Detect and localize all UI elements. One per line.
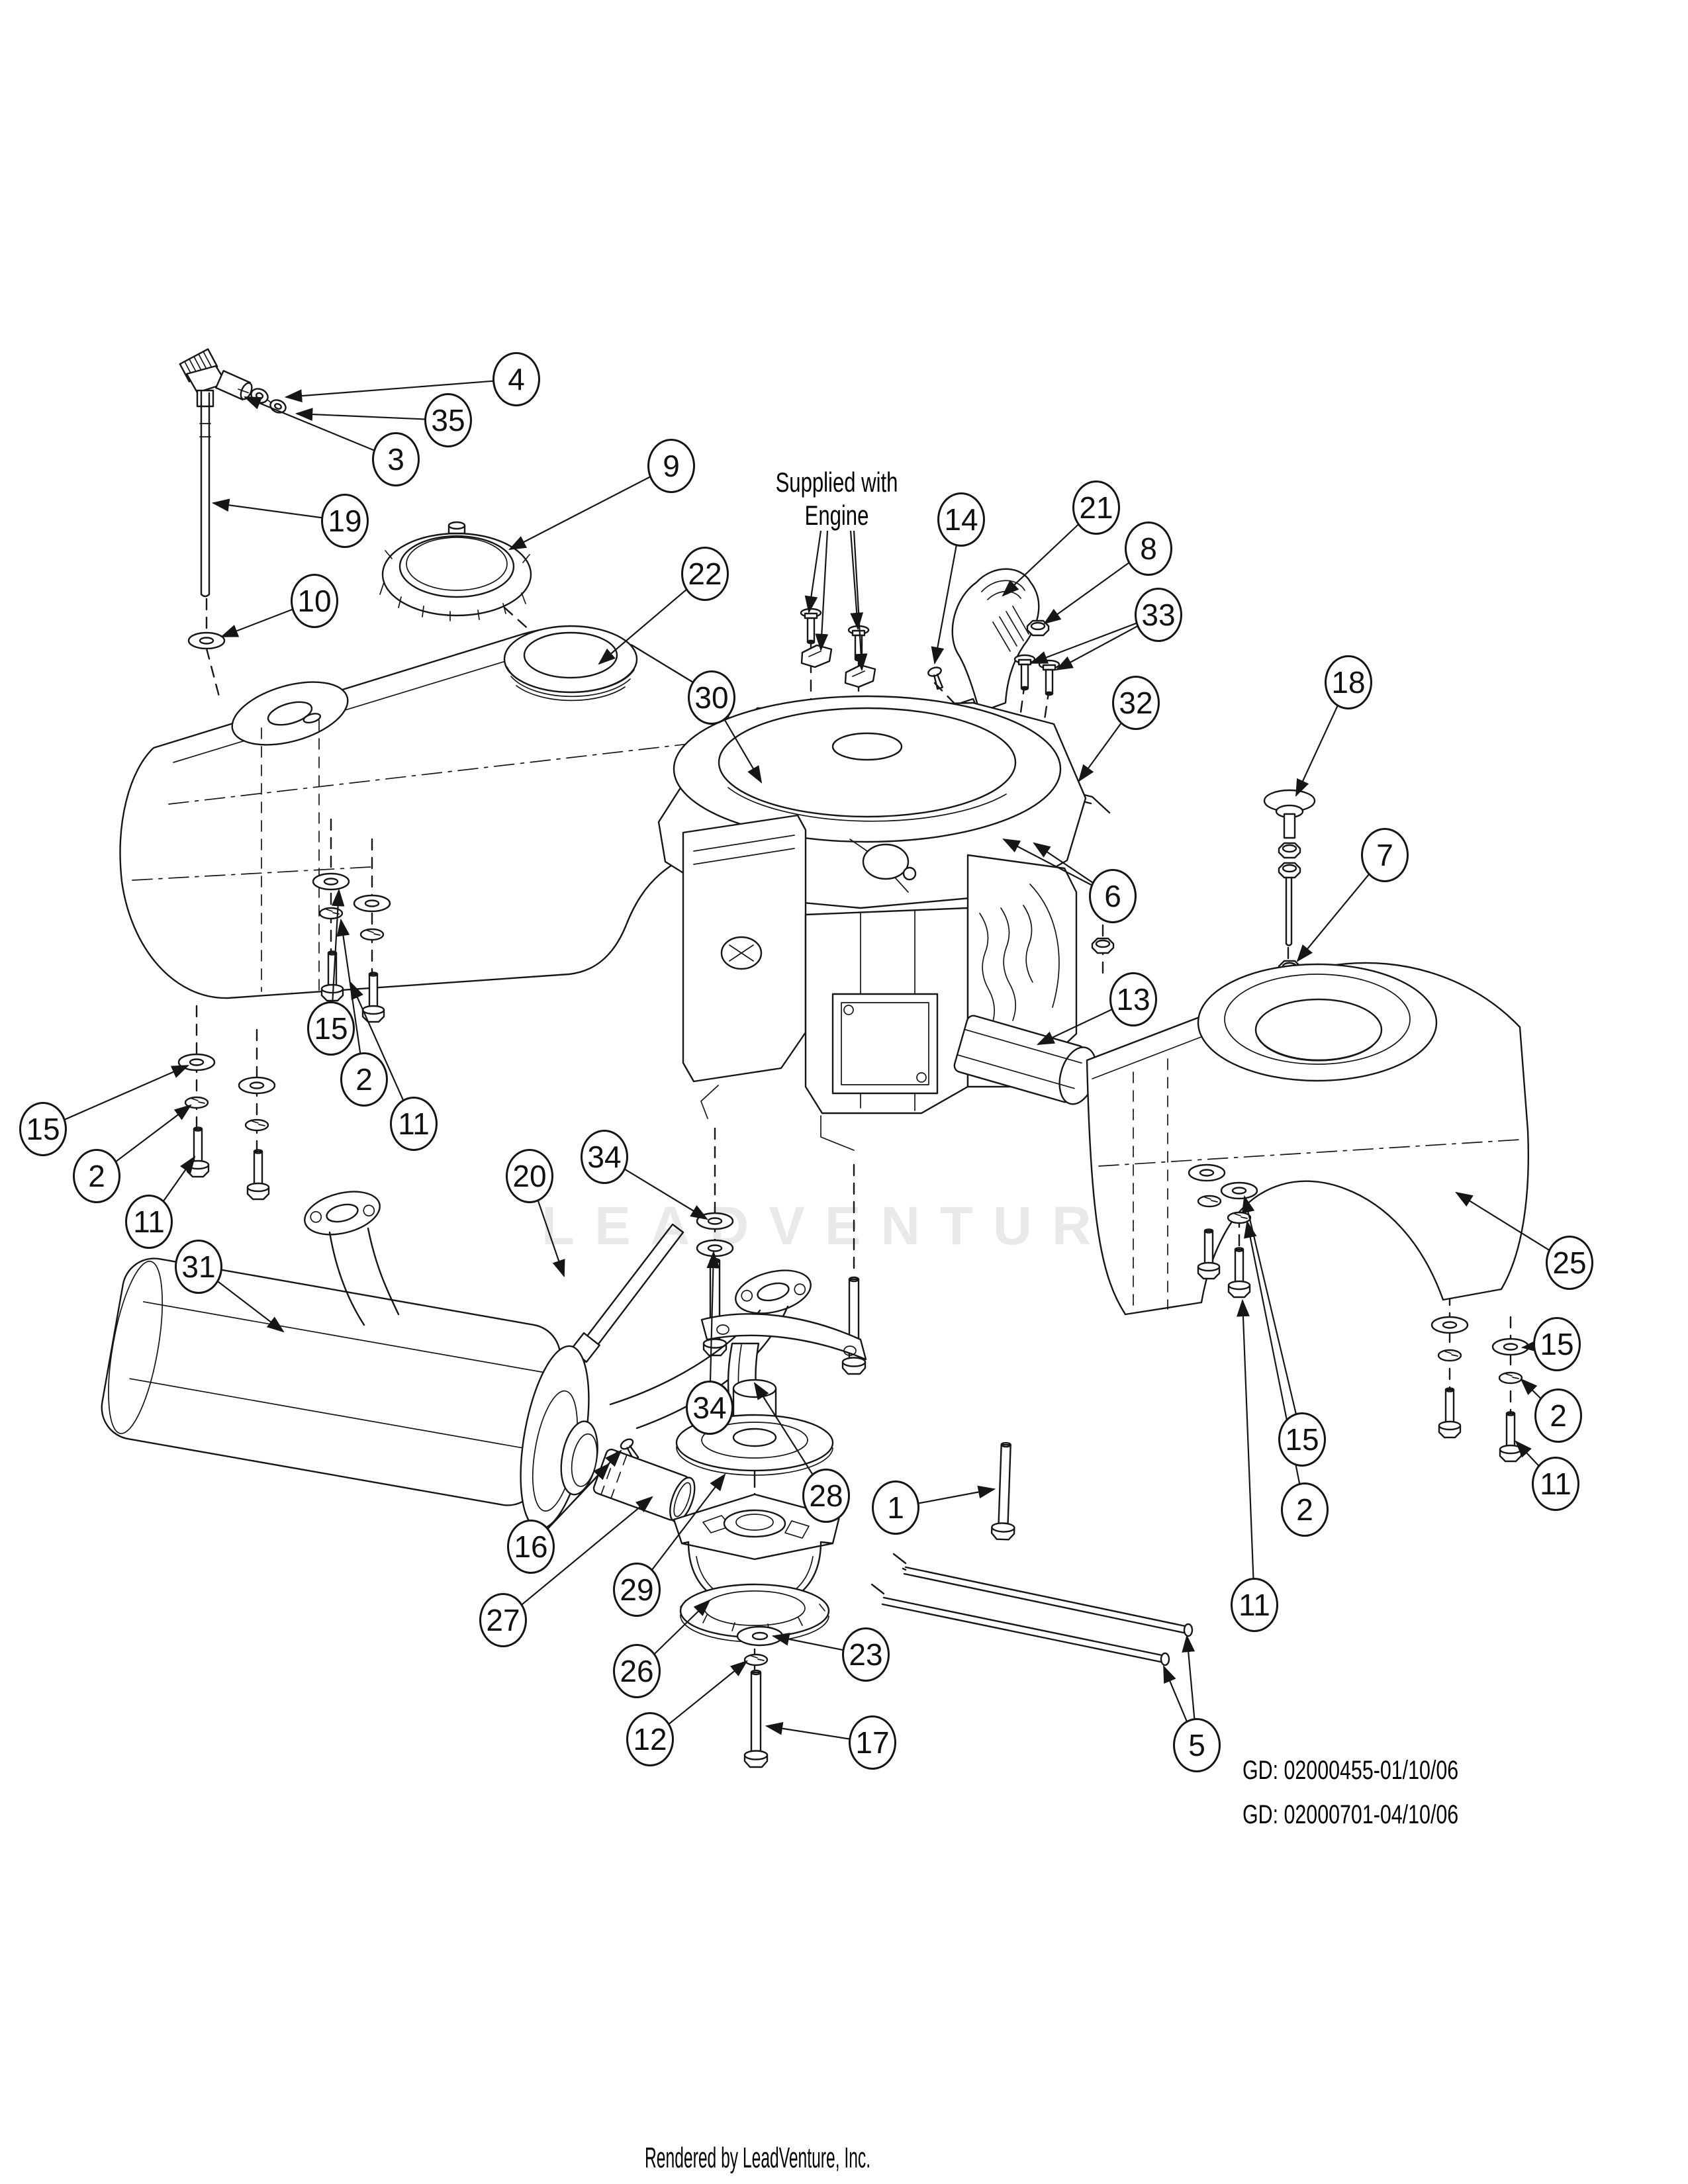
callout-26[interactable]: 26 (613, 1644, 661, 1698)
callout-29[interactable]: 29 (613, 1563, 661, 1617)
throttle-control-drawing (926, 568, 1060, 713)
supplied-with-engine-note: Supplied with Engine (776, 466, 898, 532)
callout-33[interactable]: 33 (1135, 588, 1182, 642)
callout-17[interactable]: 17 (849, 1715, 896, 1770)
callout-6[interactable]: 6 (1089, 869, 1137, 923)
callout-16[interactable]: 16 (507, 1520, 555, 1574)
callout-30[interactable]: 30 (688, 670, 735, 725)
callout-31[interactable]: 31 (175, 1240, 222, 1294)
fuel-valve-drawing (179, 348, 287, 414)
clutch-hardware-drawing (736, 1441, 1019, 1768)
muffler-drawing (101, 1191, 812, 1530)
callout-15-d[interactable]: 15 (1278, 1412, 1326, 1467)
callout-5[interactable]: 5 (1173, 1718, 1221, 1772)
callout-27[interactable]: 27 (479, 1593, 527, 1647)
callout-19[interactable]: 19 (321, 494, 369, 548)
clutch-bolt-drawing (743, 1669, 769, 1768)
fuel-cap-drawing (379, 521, 532, 621)
left-fuel-tank-drawing (119, 625, 733, 999)
choke-cable-drawing (1263, 789, 1316, 977)
callout-15-b[interactable]: 15 (19, 1102, 67, 1156)
callout-3[interactable]: 3 (372, 432, 420, 486)
exhaust-tip-drawing (592, 1448, 696, 1523)
callout-1[interactable]: 1 (872, 1480, 919, 1535)
callout-2-d[interactable]: 2 (1281, 1482, 1329, 1537)
callout-28[interactable]: 28 (802, 1469, 850, 1523)
callout-22[interactable]: 22 (681, 547, 729, 601)
right-fuel-tank-drawing (1086, 962, 1530, 1316)
callout-10[interactable]: 10 (291, 574, 338, 628)
note-line-1: Supplied with (775, 467, 898, 498)
doc-code-line-2: GD: 02000701-04/10/06 (1243, 1800, 1459, 1829)
callout-9[interactable]: 9 (647, 439, 695, 493)
rendered-by-footer: Rendered by LeadVenture, Inc. (645, 2142, 871, 2174)
throttle-screw-drawing (926, 665, 947, 692)
callout-25[interactable]: 25 (1546, 1236, 1593, 1290)
callout-13[interactable]: 13 (1109, 972, 1157, 1026)
callout-35[interactable]: 35 (424, 393, 472, 447)
note-line-2: Engine (804, 500, 869, 531)
callout-32[interactable]: 32 (1112, 676, 1160, 730)
callout-2-b[interactable]: 2 (73, 1149, 120, 1203)
callout-4[interactable]: 4 (492, 352, 540, 406)
doc-code-block: GD: 02000455-01/10/06 GD: 02000701-04/10… (1243, 1749, 1458, 1837)
mount-bolt-1-drawing (990, 1441, 1019, 1541)
callout-11-a[interactable]: 11 (390, 1097, 438, 1151)
callout-11-d[interactable]: 11 (1231, 1578, 1278, 1632)
leadventure-watermark: LEADVENTURE (541, 1196, 1168, 1256)
callout-21[interactable]: 21 (1072, 480, 1120, 535)
callout-14[interactable]: 14 (937, 492, 985, 547)
callout-20[interactable]: 20 (506, 1149, 553, 1203)
callout-11-c[interactable]: 11 (1532, 1457, 1579, 1511)
callout-18[interactable]: 18 (1325, 655, 1372, 709)
doc-code-line-1: GD: 02000455-01/10/06 (1243, 1756, 1459, 1785)
callout-11-b[interactable]: 11 (125, 1195, 173, 1249)
callout-23[interactable]: 23 (842, 1627, 890, 1682)
callout-7[interactable]: 7 (1361, 828, 1409, 882)
clutch-drawing (673, 1493, 841, 1643)
fuel-line-tube-drawing (187, 390, 226, 650)
callout-15-c[interactable]: 15 (1533, 1317, 1581, 1371)
tie-rods-drawing (870, 1553, 1194, 1666)
callout-15-a[interactable]: 15 (307, 1001, 355, 1056)
callout-8[interactable]: 8 (1125, 522, 1172, 576)
callout-2-a[interactable]: 2 (340, 1052, 388, 1107)
engine-drawing (657, 695, 1087, 1151)
washer-10-drawing (187, 631, 226, 650)
callout-34-b[interactable]: 34 (686, 1381, 733, 1435)
callout-34-a[interactable]: 34 (581, 1130, 628, 1184)
callout-12[interactable]: 12 (626, 1712, 674, 1766)
callout-2-c[interactable]: 2 (1534, 1388, 1582, 1443)
exhaust-flange-left-drawing (304, 1191, 400, 1326)
